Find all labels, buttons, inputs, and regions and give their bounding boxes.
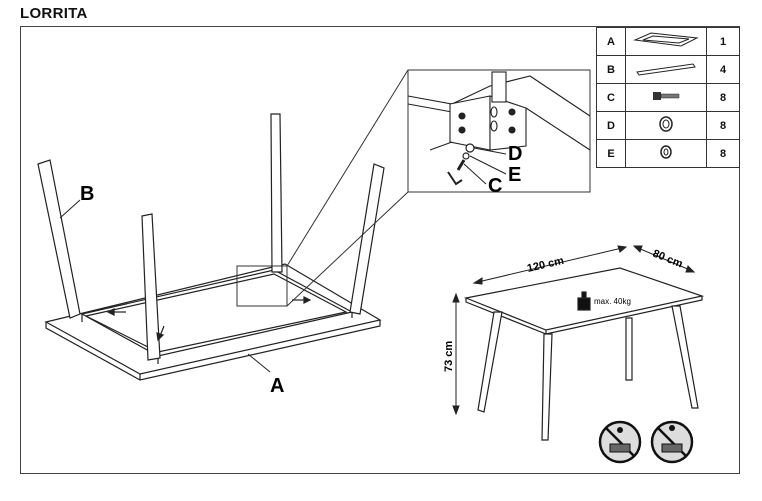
part-code: D bbox=[596, 111, 626, 140]
assembled-table-drawing bbox=[463, 267, 705, 441]
part-qty: 1 bbox=[706, 27, 740, 56]
no-standing-icon bbox=[598, 420, 642, 464]
hardware-stack-drawing bbox=[447, 143, 475, 186]
no-sitting-icon bbox=[650, 420, 694, 464]
part-code: A bbox=[596, 27, 626, 56]
callout-label-d: D bbox=[508, 143, 522, 165]
instruction-frame bbox=[20, 26, 740, 474]
callout-label-a: A bbox=[270, 375, 284, 397]
direction-arrows bbox=[106, 296, 312, 342]
parts-row-b: B 4 bbox=[596, 55, 740, 84]
leg-icon bbox=[625, 55, 707, 84]
part-code: B bbox=[596, 55, 626, 84]
product-title: LORRITA bbox=[20, 5, 88, 22]
dimension-lines bbox=[452, 245, 696, 416]
corner-bracket-drawing bbox=[407, 71, 591, 151]
part-qty: 4 bbox=[706, 55, 740, 84]
part-code: C bbox=[596, 83, 626, 112]
parts-row-c: C 8 bbox=[596, 83, 740, 112]
parts-row-a: A 1 bbox=[596, 27, 740, 56]
part-qty: 8 bbox=[706, 111, 740, 140]
dimension-width: 120 cm bbox=[526, 255, 565, 275]
callout-label-c: C bbox=[488, 175, 502, 197]
part-code: E bbox=[596, 139, 626, 168]
parts-list-table: A 1 B 4 C 8 D 8 E bbox=[596, 27, 740, 168]
flat-washer-icon bbox=[625, 139, 707, 168]
spring-washer-icon bbox=[625, 111, 707, 140]
part-qty: 8 bbox=[706, 83, 740, 112]
dimension-depth: 80 cm bbox=[651, 248, 685, 271]
callout-label-b: B bbox=[80, 183, 94, 205]
max-load-label: max. 40kg bbox=[594, 297, 631, 306]
detail-marker-box bbox=[236, 265, 288, 307]
tabletop-drawing bbox=[44, 263, 382, 381]
legs-drawing bbox=[37, 113, 385, 361]
parts-row-e: E 8 bbox=[596, 139, 740, 168]
callout-label-e: E bbox=[508, 164, 521, 186]
dimension-height: 73 cm bbox=[443, 341, 455, 372]
bolt-icon bbox=[625, 83, 707, 112]
tabletop-icon bbox=[625, 27, 707, 56]
part-qty: 8 bbox=[706, 139, 740, 168]
parts-row-d: D 8 bbox=[596, 111, 740, 140]
